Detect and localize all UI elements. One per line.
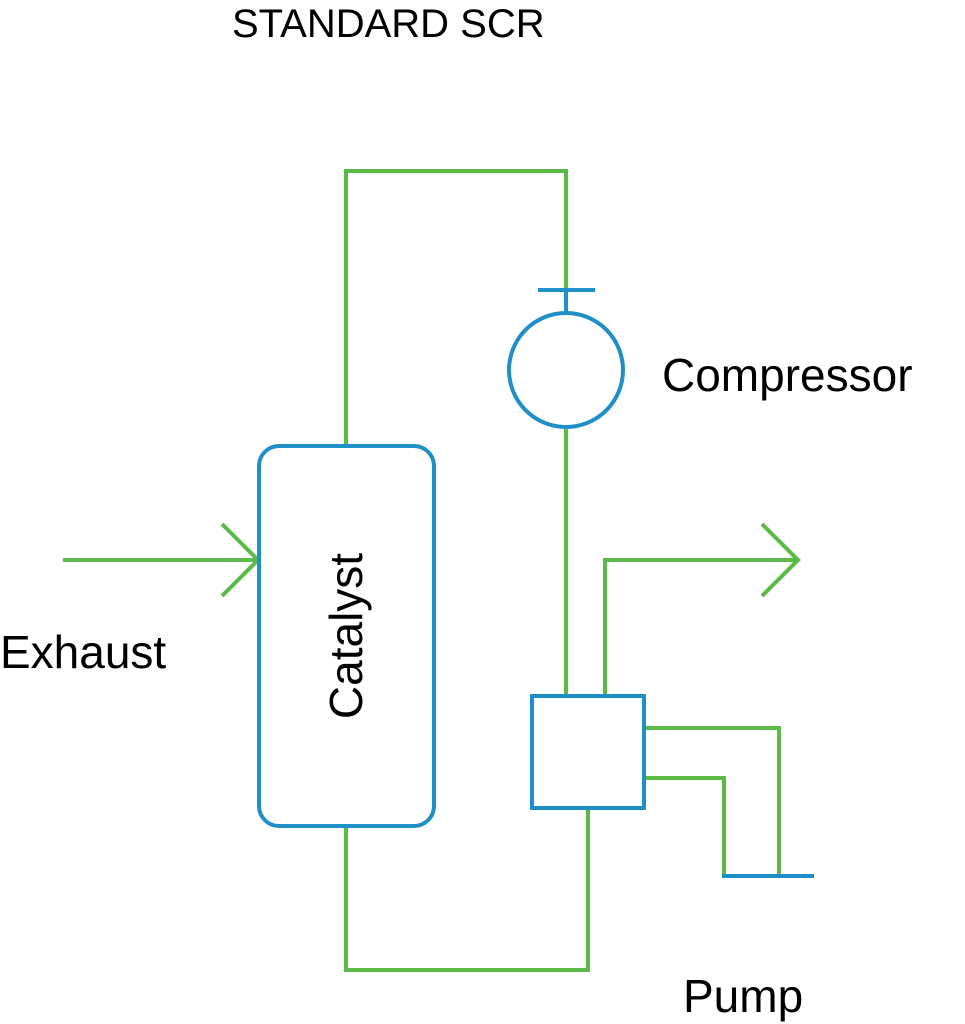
pump-label: Pump — [683, 970, 803, 1022]
pipe-catalyst-to-pump — [344, 808, 590, 972]
compressor-circle — [507, 311, 625, 429]
pipe-lines — [63, 169, 801, 972]
components — [257, 288, 814, 878]
catalyst-box — [257, 444, 436, 828]
pipe-pump-leg-outer — [644, 726, 781, 876]
exhaust-label: Exhaust — [0, 626, 166, 678]
pump-box — [530, 694, 646, 810]
compressor-label: Compressor — [662, 349, 913, 401]
pipe-pump-leg-inner — [644, 776, 726, 876]
pipe-catalyst-to-compressor — [344, 169, 568, 446]
diagram-title: STANDARD SCR — [232, 2, 545, 46]
outlet-arrowhead — [760, 522, 801, 598]
pipe-pump-outlet — [603, 558, 798, 696]
catalyst-label: Catalyst — [320, 553, 372, 719]
